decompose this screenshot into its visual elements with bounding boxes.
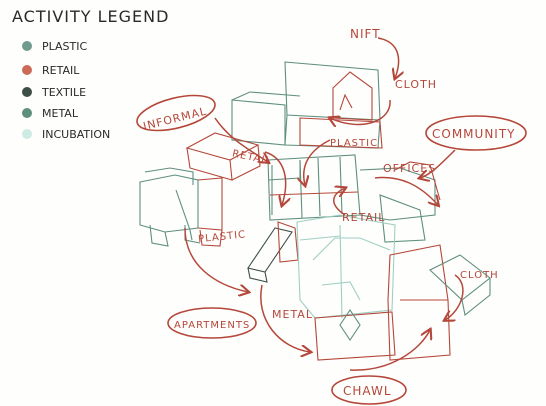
label-plastic-left: PLASTIC <box>198 229 247 245</box>
building-retail-left <box>185 132 261 181</box>
arrow-retail-center <box>333 188 345 216</box>
arrow-informal-retail <box>214 117 268 162</box>
legend-swatch-plastic <box>22 41 32 51</box>
arrow-apartments <box>260 284 310 352</box>
connector-lines <box>184 37 464 371</box>
arrow-plastic-center <box>304 139 331 185</box>
label-cloth-top: CLOTH <box>395 78 437 91</box>
arrow-chawl <box>349 330 430 371</box>
bubble-apartments <box>167 307 257 339</box>
legend-title: ACTIVITY LEGEND <box>12 7 169 26</box>
label-metal: METAL <box>272 308 313 321</box>
bubble-community <box>425 115 527 151</box>
label-retail-center: RETAIL <box>342 211 385 224</box>
arrow-cloth-loop <box>330 99 391 124</box>
building-top-cluster <box>231 61 383 149</box>
arrow-cloth-right <box>445 274 464 320</box>
label-offices: OFFICES <box>383 162 436 175</box>
label-nift: NIFT <box>350 27 381 41</box>
legend-label-metal: METAL <box>42 107 79 120</box>
building-chawl-base <box>314 244 491 361</box>
legend-swatch-retail <box>22 65 32 75</box>
label-community: COMMUNITY <box>432 127 516 141</box>
arrow-offices <box>374 176 438 205</box>
arrow-community <box>420 149 456 178</box>
buildings <box>139 61 491 361</box>
legend-swatch-incubation <box>22 129 32 139</box>
bubble-informal <box>136 94 216 132</box>
arrow-retail-left <box>264 151 286 205</box>
legend-swatch-textile <box>22 87 32 97</box>
legend-label-textile: TEXTILE <box>41 86 86 99</box>
legend-label-plastic: PLASTIC <box>42 40 87 53</box>
building-plastic-left <box>139 167 223 247</box>
label-plastic-top: PLASTIC <box>330 138 378 149</box>
legend-label-retail: RETAIL <box>42 64 80 77</box>
label-apartments: APARTMENTS <box>174 320 250 331</box>
legend-swatch-metal <box>22 108 32 118</box>
building-apartment-bar <box>247 221 299 283</box>
legend-label-incubation: INCUBATION <box>42 128 110 141</box>
arrow-nift-cloth <box>377 37 399 78</box>
label-cloth-right: CLOTH <box>460 270 499 281</box>
bubble-chawl <box>331 375 407 405</box>
arrow-plastic-left <box>184 227 248 292</box>
label-chawl: CHAWL <box>343 384 392 398</box>
building-chawl-cluster <box>296 214 396 319</box>
legend: ACTIVITY LEGEND PLASTIC RETAIL TEXTILE M… <box>12 7 169 141</box>
label-bubbles <box>136 94 527 405</box>
